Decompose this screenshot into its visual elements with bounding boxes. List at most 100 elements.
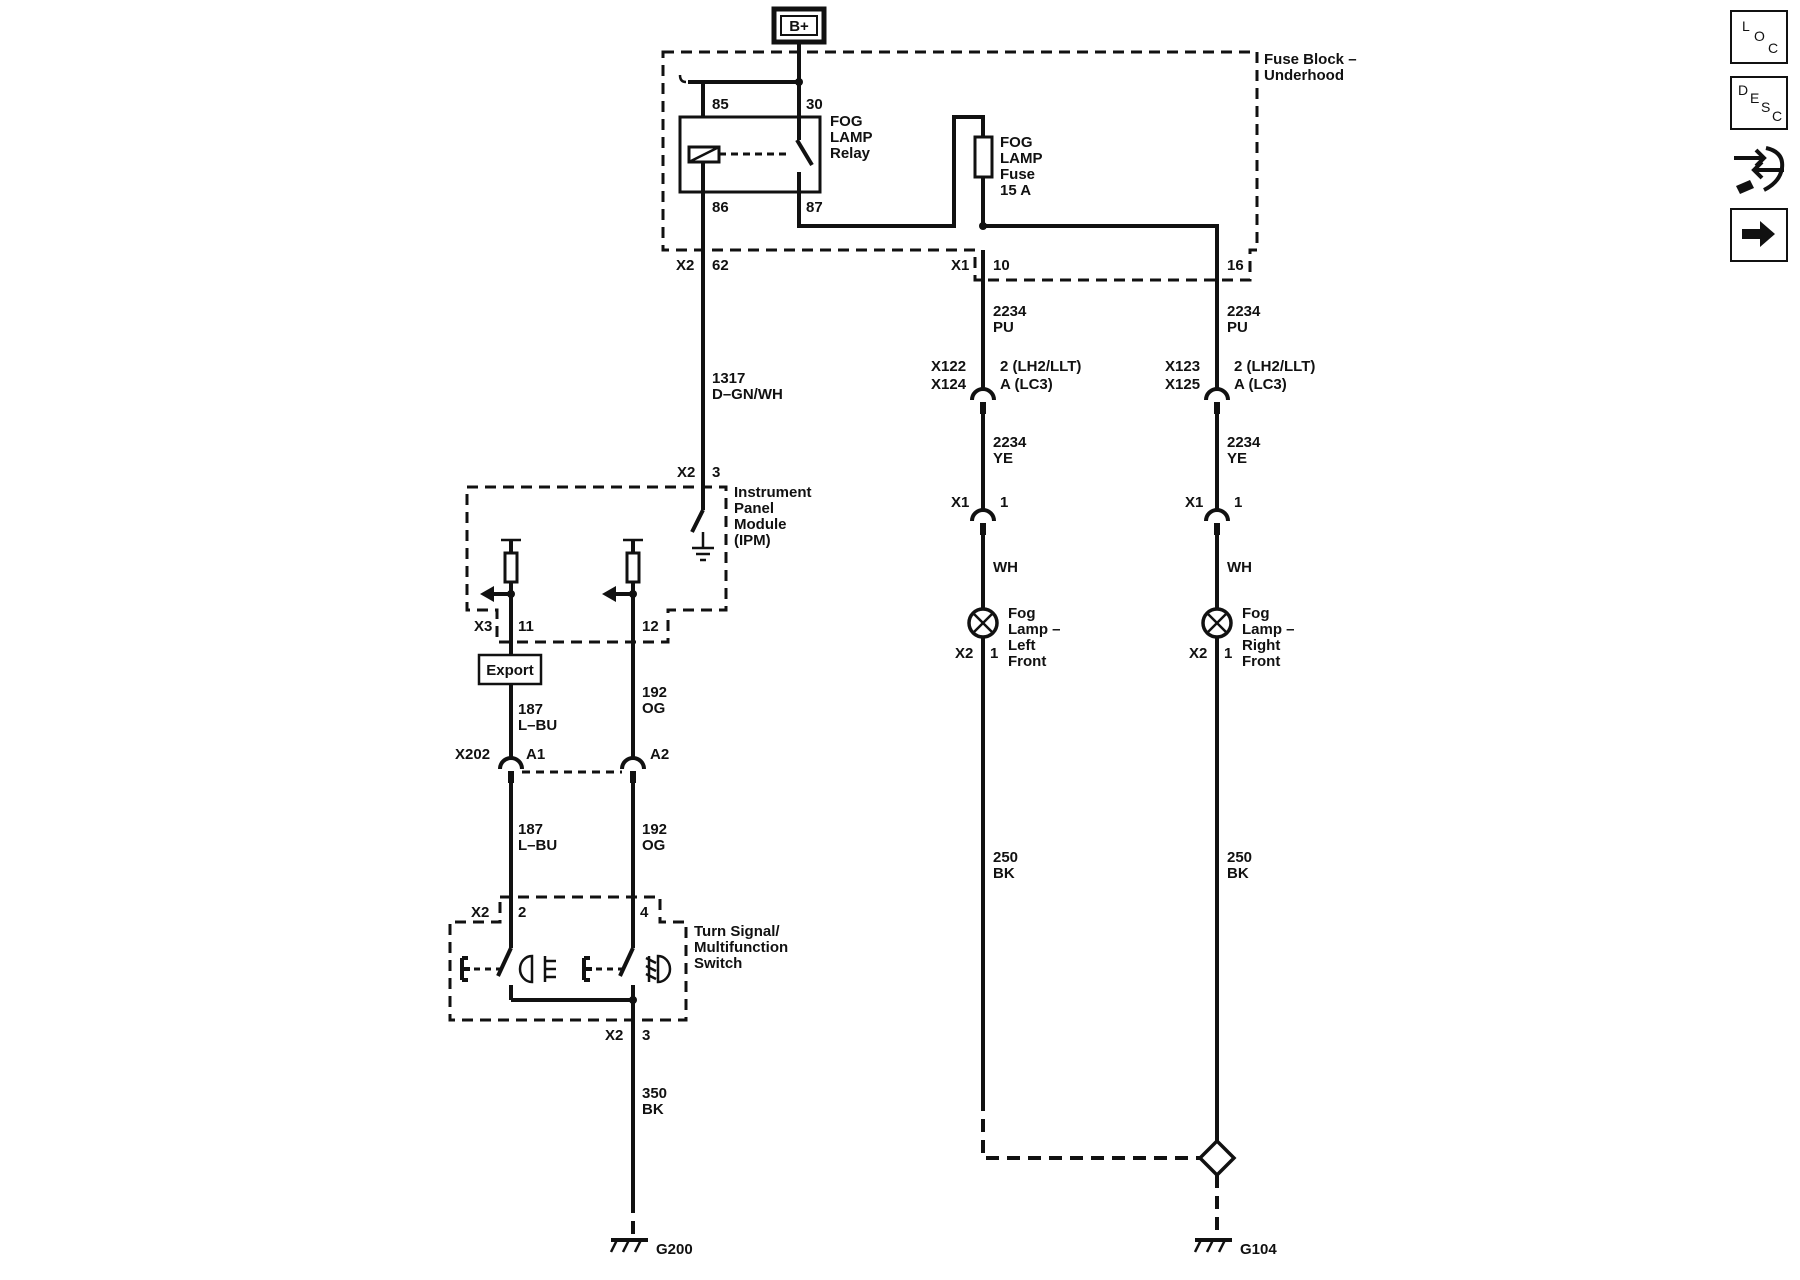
ipm-conn-x3: X3 <box>474 618 492 635</box>
wire-350-ground-g200: 350 BK G200 <box>609 1020 693 1258</box>
description-icon[interactable]: D E S C <box>1730 76 1788 130</box>
x202-pin-a2: A2 <box>650 746 669 763</box>
ground-g200-icon <box>609 1238 648 1253</box>
switch-out-conn: X2 <box>605 1027 623 1044</box>
side-icon-toolbar: L O C D E S C <box>1730 10 1792 274</box>
left-conn-a: X122 <box>931 358 966 375</box>
left-wire-top-color: PU <box>993 319 1014 336</box>
right-lamp-line3: Right <box>1242 637 1280 654</box>
fuse-feed-wiring: FOG LAMP Fuse 15 A <box>797 115 1219 250</box>
left-pin-a: 2 (LH2/LLT) <box>1000 358 1081 375</box>
right-wire-top-circuit: 2234 <box>1227 303 1261 320</box>
left-wire-wh: WH <box>993 559 1018 576</box>
rear-fog-lamp-icon <box>518 954 556 984</box>
fog-lamp-fuse-icon <box>973 135 994 179</box>
left-conn-x1: X1 <box>951 494 969 511</box>
wire-187-192-upper: Export 187 L–BU 192 OG <box>477 642 667 760</box>
relay-name-line2: LAMP <box>830 129 873 146</box>
connector-female-icon <box>620 756 646 770</box>
relay-name-line1: FOG <box>830 113 863 130</box>
loc-letter-c: C <box>1768 40 1779 56</box>
wire-1317-color: D–GN/WH <box>712 386 783 403</box>
x202-name: X202 <box>455 746 490 763</box>
fuse-name-line1: FOG <box>1000 134 1033 151</box>
x202-pin-a1: A1 <box>526 746 545 763</box>
fb-conn-x2-pin: 62 <box>712 257 729 274</box>
ipm-output-arrow-icon <box>602 586 616 602</box>
left-fog-lamp-branch: 2234 PU X122 X124 2 (LH2/LLT) A (LC3) 22… <box>931 250 1200 1160</box>
wire-350-color: BK <box>642 1101 664 1118</box>
connector-female-icon <box>1204 508 1230 522</box>
fb-conn-x2: X2 <box>676 257 694 274</box>
left-pin-b: A (LC3) <box>1000 376 1053 393</box>
left-lamp-conn: X2 <box>955 645 973 662</box>
fog-switch-contact-icon <box>618 947 635 977</box>
turn-signal-multifunction-switch: X2 2 4 Turn Signal/ Multifunction Switch <box>448 895 788 1044</box>
fb-conn-x1-pin-10: 10 <box>993 257 1010 274</box>
left-wire-mid-circuit: 2234 <box>993 434 1027 451</box>
ipm-resistor-icon <box>503 551 519 584</box>
battery-supply-terminal: B+ <box>771 6 827 82</box>
ipm-pin-12: 12 <box>642 618 659 635</box>
right-lamp-line1: Fog <box>1242 605 1270 622</box>
switch-name-line1: Turn Signal/ <box>694 923 780 940</box>
left-wire-bot-circuit: 250 <box>993 849 1018 866</box>
right-conn-b: X125 <box>1165 376 1200 393</box>
wire-1317: 1317 D–GN/WH <box>701 192 783 510</box>
wire-187-upper-color: L–BU <box>518 717 557 734</box>
wire-187-192-lower: 187 L–BU 192 OG <box>509 783 667 922</box>
export-label-box <box>477 653 543 686</box>
fuse-name-line2: LAMP <box>1000 150 1043 167</box>
desc-letter-e: E <box>1750 90 1760 106</box>
ipm-name-line4: (IPM) <box>734 532 771 549</box>
wire-1317-circuit: 1317 <box>712 370 745 387</box>
right-fog-lamp-branch: 2234 PU X123 X125 2 (LH2/LLT) A (LC3) 22… <box>1165 250 1315 1258</box>
ipm-output-arrow-icon <box>480 586 494 602</box>
connector-female-icon <box>498 756 524 770</box>
right-conn-a: X123 <box>1165 358 1200 375</box>
switch-indicator-icon <box>460 956 470 982</box>
relay-pin-86: 86 <box>712 199 729 216</box>
switch-out-pin: 3 <box>642 1027 650 1044</box>
right-conn-x1-pin: 1 <box>1234 494 1242 511</box>
left-lamp-line1: Fog <box>1008 605 1036 622</box>
right-lamp-pin: 1 <box>1224 645 1232 662</box>
connector-tool-icon[interactable] <box>1730 142 1788 196</box>
front-fog-lamp-icon <box>645 954 672 984</box>
fog-switch-contact-icon <box>496 947 513 977</box>
right-lamp-conn: X2 <box>1189 645 1207 662</box>
next-arrow-icon[interactable] <box>1730 208 1788 262</box>
location-icon[interactable]: L O C <box>1730 10 1788 64</box>
fuse-block-title-line1: Fuse Block – <box>1264 51 1357 68</box>
ipm-pin-11: 11 <box>518 618 534 635</box>
left-wire-mid-color: YE <box>993 450 1013 467</box>
left-conn-b: X124 <box>931 376 967 393</box>
ground-g104-label: G104 <box>1240 1241 1277 1258</box>
switch-indicator-icon <box>582 956 592 982</box>
ipm-switch-icon <box>690 509 705 533</box>
right-wire-mid-color: YE <box>1227 450 1247 467</box>
fb-conn-x1: X1 <box>951 257 969 274</box>
right-conn-x1: X1 <box>1185 494 1203 511</box>
wire-187-lower-color: L–BU <box>518 837 557 854</box>
wire-192-lower-circuit: 192 <box>642 821 667 838</box>
right-fog-lamp-bulb-icon <box>1201 607 1233 639</box>
relay-pin-30: 30 <box>806 96 823 113</box>
ipm-resistor-icon <box>625 551 641 584</box>
right-wire-bot-color: BK <box>1227 865 1249 882</box>
fb-conn-x1-pin-16: 16 <box>1227 257 1244 274</box>
fuse-block-title-line2: Underhood <box>1264 67 1344 84</box>
right-lamp-line2: Lamp – <box>1242 621 1295 638</box>
wire-187-upper-circuit: 187 <box>518 701 543 718</box>
ipm-name-line3: Module <box>734 516 787 533</box>
right-pin-a: 2 (LH2/LLT) <box>1234 358 1315 375</box>
left-conn-x1-pin: 1 <box>1000 494 1008 511</box>
ipm-name-line1: Instrument <box>734 484 812 501</box>
desc-letter-c: C <box>1772 108 1783 124</box>
desc-letter-d: D <box>1738 82 1749 98</box>
left-lamp-line3: Left <box>1008 637 1036 654</box>
wire-192-upper-circuit: 192 <box>642 684 667 701</box>
left-wire-bot-color: BK <box>993 865 1015 882</box>
loc-letter-o: O <box>1754 28 1765 44</box>
loc-letter-l: L <box>1742 18 1750 34</box>
